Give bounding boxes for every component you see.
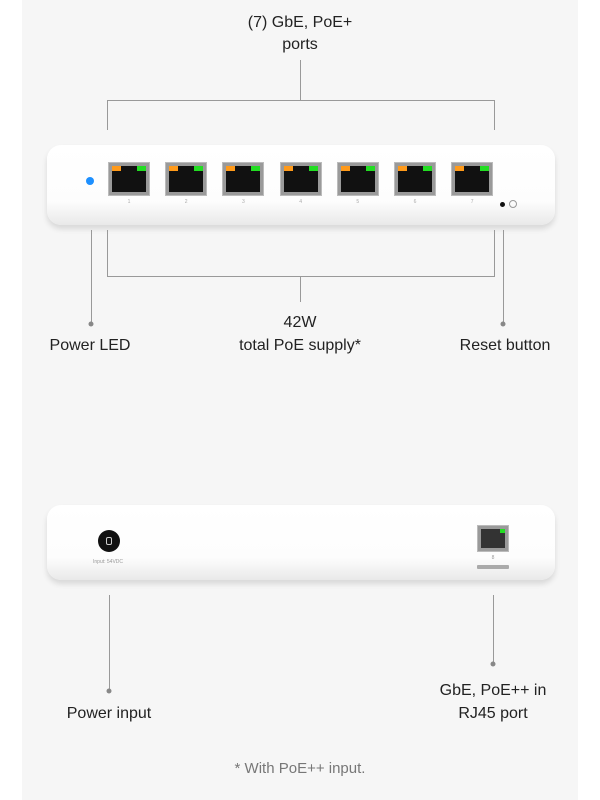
uplink-port-label: 8 [491, 555, 495, 561]
rj45-port[interactable] [394, 162, 436, 196]
port-link-led [365, 166, 375, 171]
bracket-right-bottom [494, 230, 495, 276]
poe-badge [477, 565, 509, 569]
switch-front: 1 2 3 4 5 6 7 [47, 145, 555, 225]
ports-callout-line2: ports [282, 36, 318, 53]
port-number-label: 2 [184, 199, 188, 205]
uplink-label-line1: GbE, PoE++ in [439, 682, 547, 699]
input-voltage-label: Input: 54VDC [93, 559, 124, 565]
port-link-led [308, 166, 318, 171]
rj45-port[interactable] [451, 162, 494, 196]
port-link-led [480, 166, 490, 171]
callout-line [109, 595, 110, 690]
port-link-led [194, 166, 204, 171]
poe-supply-line2: total PoE supply* [239, 337, 361, 354]
port-activity-led [169, 166, 179, 171]
callout-line [300, 60, 301, 100]
bracket-left-bottom [107, 230, 108, 276]
bracket-left [107, 100, 108, 130]
rj45-port[interactable] [336, 162, 379, 196]
bracket-right [494, 100, 495, 130]
port-number-label: 1 [127, 199, 131, 205]
port-number-label: 7 [470, 199, 474, 205]
rj45-port[interactable] [108, 162, 150, 196]
callout-line [503, 230, 504, 323]
callout-dot [88, 321, 94, 327]
port-number-label: 3 [242, 199, 245, 205]
port-activity-led [112, 166, 121, 171]
rj45-port[interactable] [165, 162, 208, 196]
port-number-label: 5 [356, 199, 360, 205]
port-link-led [251, 166, 261, 171]
port-activity-led [226, 166, 236, 171]
port-number-label: 6 [413, 199, 417, 205]
port-link-led [137, 166, 146, 171]
callout-dot [106, 688, 112, 694]
poe-supply-line1: 42W [283, 314, 317, 331]
callout-line [493, 595, 494, 663]
port-number-label: 4 [299, 199, 302, 205]
port-activity-led [340, 166, 350, 171]
reset-button-label: Reset button [459, 337, 551, 354]
port-activity-led [398, 166, 407, 171]
port-activity-led [455, 166, 465, 171]
bracket-bottom [107, 276, 495, 277]
port-link-led [423, 166, 432, 171]
callout-line [300, 276, 301, 302]
callout-dot [490, 661, 496, 667]
ports-callout-line1: (7) GbE, PoE+ [247, 14, 353, 31]
rj45-port[interactable] [222, 162, 265, 196]
power-led-label: Power LED [49, 337, 131, 354]
power-input-label: Power input [66, 705, 152, 722]
background-panel [22, 0, 578, 800]
port-activity-led [283, 166, 293, 171]
rj45-uplink-port[interactable] [477, 525, 509, 552]
bracket-top [107, 100, 495, 101]
switch-back: Input: 54VDC 8 [47, 505, 555, 580]
uplink-label-line2: RJ45 port [458, 705, 528, 722]
rj45-port[interactable] [279, 162, 322, 196]
reset-icon [509, 200, 517, 208]
callout-line [91, 230, 92, 323]
callout-dot [500, 321, 506, 327]
power-led-icon [86, 177, 94, 185]
power-jack-icon [98, 530, 120, 552]
reset-button[interactable] [500, 202, 505, 207]
footnote: * With PoE++ input. [234, 760, 366, 777]
